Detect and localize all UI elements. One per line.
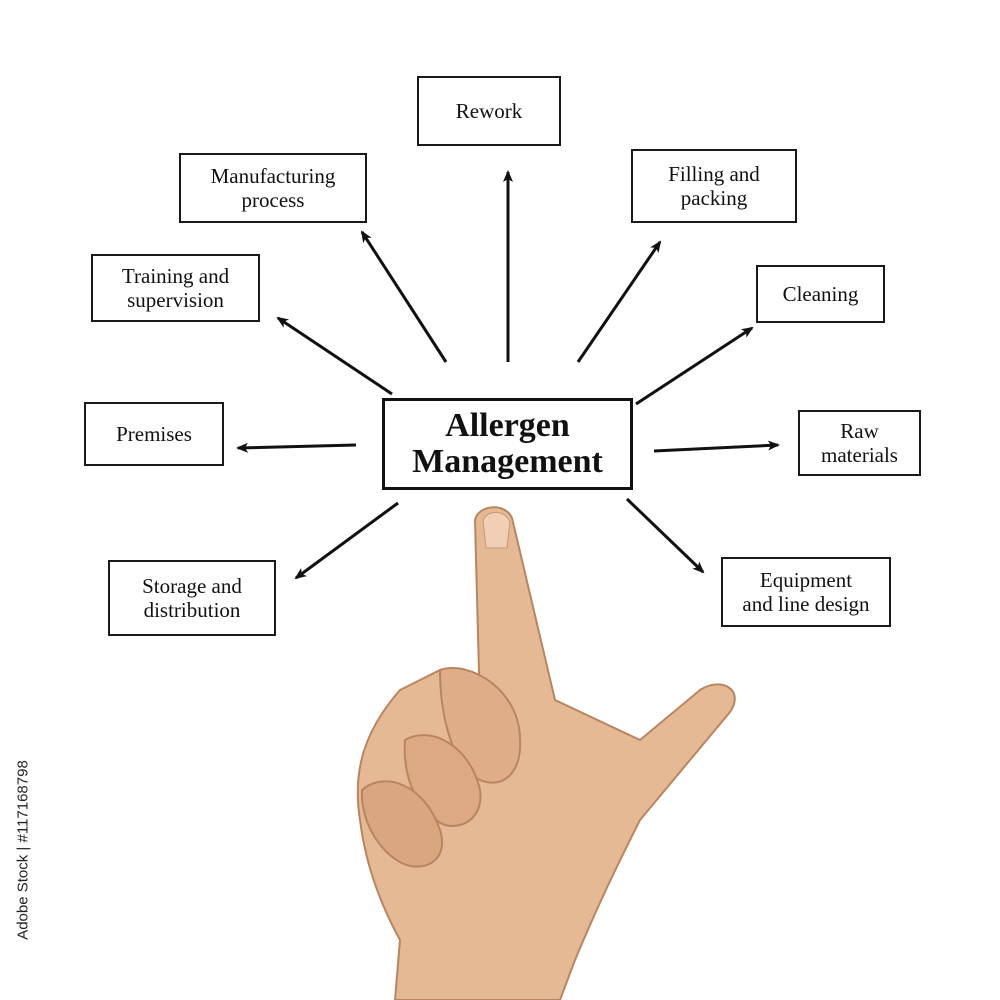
arrow-to-training-and-supervision (276, 316, 393, 396)
node-storage-and-distribution: Storage and distribution (108, 560, 276, 636)
stock-watermark: Adobe Stock | #117168798 (14, 760, 32, 940)
node-raw-materials: Raw materials (798, 410, 921, 476)
arrow-to-equipment-and-line-design (625, 497, 705, 574)
node-premises: Premises (84, 402, 224, 466)
node-training-and-supervision: Training and supervision (91, 254, 260, 322)
arrow-to-premises (236, 442, 357, 453)
index-fingernail (482, 511, 511, 549)
arrow-to-manufacturing-process (360, 230, 448, 363)
curled-finger (360, 780, 443, 868)
node-filling-and-packing: Filling and packing (631, 149, 797, 223)
node-equipment-and-line-design: Equipment and line design (721, 557, 891, 627)
hand-palm (356, 506, 736, 1000)
node-cleaning: Cleaning (756, 265, 885, 323)
arrow-to-cleaning (635, 326, 754, 406)
arrow-to-storage-and-distribution (294, 501, 399, 580)
node-rework: Rework (417, 76, 561, 146)
arrow-to-raw-materials (653, 440, 780, 453)
central-topic: Allergen Management (382, 398, 633, 490)
hand-illustration (356, 506, 736, 1000)
node-manufacturing-process: Manufacturing process (179, 153, 367, 223)
arrow-to-filling-and-packing (576, 240, 662, 363)
